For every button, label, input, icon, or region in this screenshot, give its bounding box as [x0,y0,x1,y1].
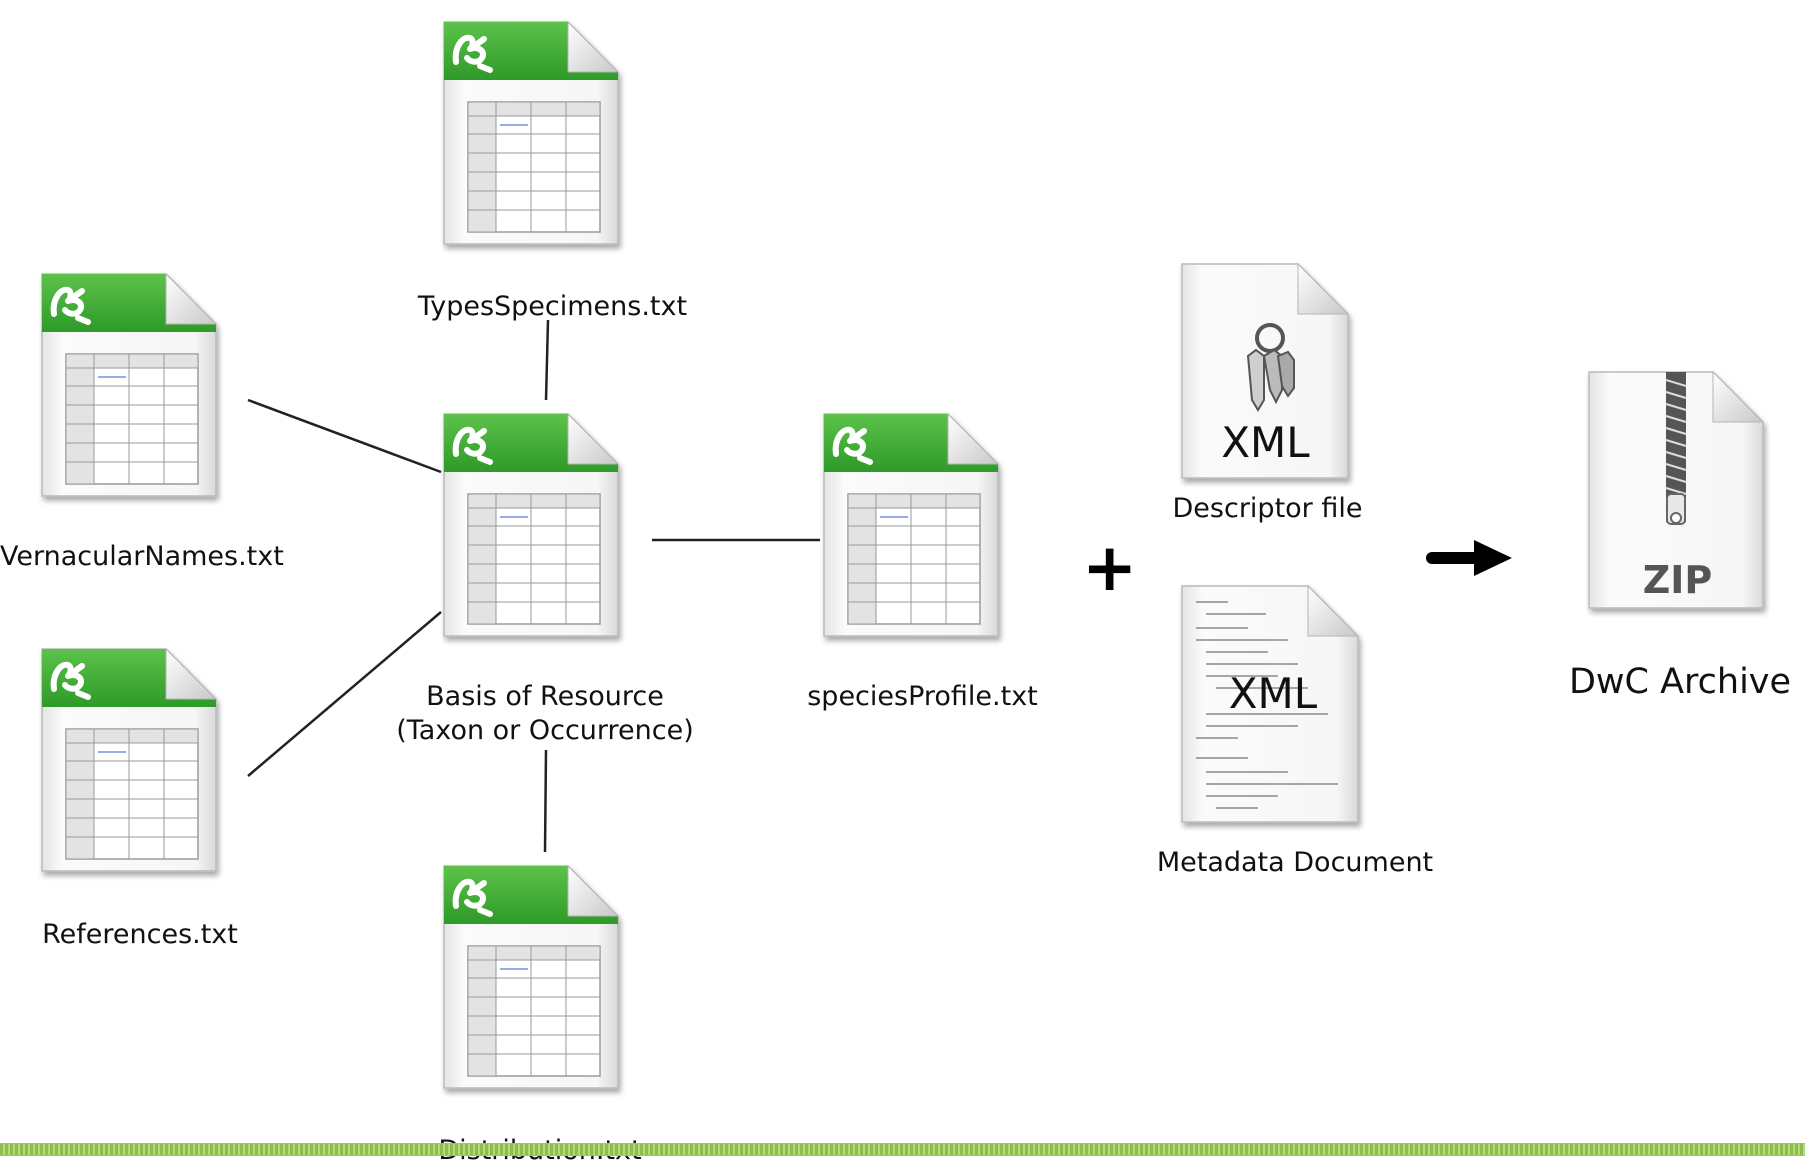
species-profile-node [820,410,1010,650]
species-profile-label: speciesProfile.txt [807,681,1038,712]
spreadsheet-document-icon [440,18,630,258]
descriptor-file-node: XML [1178,260,1358,490]
spreadsheet-document-icon [38,270,228,510]
basis-label-line2: (Taxon or Occurrence) [396,715,694,746]
distribution-node [440,862,630,1102]
metadata-document-node: XML [1178,582,1368,832]
types-specimens-node [440,18,630,258]
connector-types-to-basis [544,319,550,401]
metadata-document-label: Metadata Document [1156,847,1434,878]
vernacular-names-label: VernacularNames.txt [0,541,284,572]
keys-icon [1246,323,1295,412]
types-specimens-label: TypesSpecimens.txt [417,291,688,322]
descriptor-xml-badge: XML [1221,418,1310,467]
spreadsheet-document-icon [820,410,1010,650]
metadata-xml-badge: XML [1228,669,1318,718]
connector-basis-to-distribution [543,749,548,853]
keys-xml-document-icon [1178,260,1358,490]
right-arrow-icon [1426,540,1512,576]
plus-symbol: + [1082,529,1138,606]
dwc-archive-label: DwC Archive [1568,662,1792,702]
zip-badge: ZIP [1642,558,1713,602]
vernacular-names-node [38,270,228,510]
basis-label-line1: Basis of Resource [426,681,664,712]
code-xml-document-icon [1181,584,1360,823]
basis-of-resource-node [440,410,630,650]
dwc-archive-node: ZIP [1585,368,1770,618]
descriptor-file-label: Descriptor file [1172,493,1363,524]
references-label: References.txt [42,919,238,950]
footer-dotted-border [0,1143,1805,1156]
spreadsheet-document-icon [38,645,228,885]
connector-references-to-basis [247,611,442,777]
references-node [38,645,228,885]
spreadsheet-document-icon [440,862,630,1102]
spreadsheet-document-icon [440,410,630,650]
zipper-icon [1665,372,1687,525]
basis-of-resource-label: Basis of Resource (Taxon or Occurrence) [380,680,710,748]
zip-archive-icon [1588,370,1765,609]
connector-vernacular-to-basis [247,398,442,474]
code-lines-icon [1196,601,1338,809]
